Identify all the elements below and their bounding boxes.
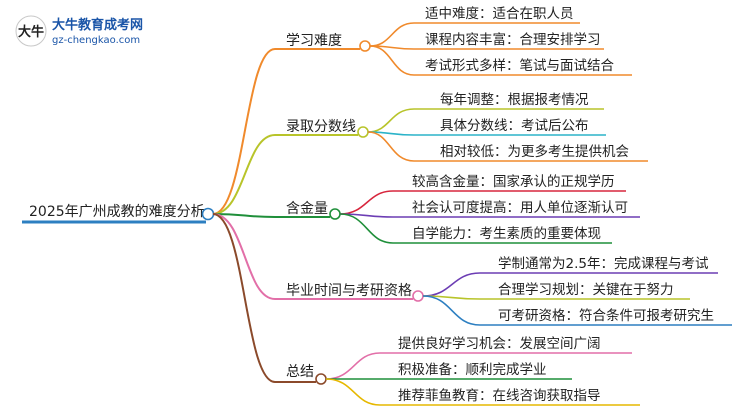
leaf-label: 学制通常为2.5年：完成课程与考试 [498,256,709,272]
branch-node[interactable] [315,373,327,385]
leaf-label: 推荐菲鱼教育：在线咨询获取指导 [398,387,601,404]
leaf-label: 考试形式多样：笔试与面试结合 [425,57,614,74]
leaf-connector [367,108,415,133]
branch-value: 含金量 较高含金量：国家承认的正规学历 社会认可度提高：用人单位逐渐认可 自学能… [212,173,640,244]
branch-connector [212,134,276,215]
branch-connector [212,48,276,215]
root-label: 2025年广州成教的难度分析 [29,204,205,220]
leaf-label: 适中难度：适合在职人员 [425,6,574,22]
branch-label: 录取分数线 [286,119,356,135]
leaf-label: 积极准备：顺利完成学业 [398,361,547,378]
logo: 大牛 大牛教育成考网 gz-chengkao.com [15,15,143,47]
branch-admission-score: 录取分数线 每年调整：根据报考情况 具体分数线：考试后公布 相对较低：为更多考生… [212,92,648,215]
branch-label: 含金量 [286,201,328,217]
leaf-connector [325,378,381,406]
logo-mark-icon [15,15,47,47]
leaf-label: 较高含金量：国家承认的正规学历 [412,173,615,190]
root-node[interactable] [201,207,215,221]
leaf-label: 具体分数线：考试后公布 [440,118,589,134]
leaf-connector [369,45,415,76]
branch-node[interactable] [329,208,341,220]
leaf-label: 自学能力：考生素质的重要体现 [412,226,601,242]
leaf-label: 可考研资格：符合条件可报考研究生 [498,307,714,324]
leaf-connector [367,131,415,162]
leaf-label: 提供良好学习机会：发展空间广阔 [398,336,601,352]
branch-graduation: 毕业时间与考研资格 学制通常为2.5年：完成课程与考试 合理学习规划：关键在于努… [212,213,732,326]
leaf-label: 课程内容丰富：合理安排学习 [425,31,601,48]
logo-mark-text: 大牛 [18,24,44,40]
branch-summary: 总结 提供良好学习机会：发展空间广阔 积极准备：顺利完成学业 推荐菲鱼教育：在线… [212,213,640,406]
leaf-label: 社会认可度提高：用人单位逐渐认可 [412,199,628,216]
branch-label: 毕业时间与考研资格 [286,283,412,299]
branch-node[interactable] [412,290,424,302]
branch-connector [212,213,276,218]
branch-connector [212,213,276,300]
branch-node[interactable] [357,126,369,138]
branch-learning-difficulty: 学习难度 适中难度：适合在职人员 课程内容丰富：合理安排学习 考试形式多样：笔试… [212,6,632,215]
leaf-label: 每年调整：根据报考情况 [440,92,589,108]
leaf-connector [369,22,415,47]
leaf-label: 相对较低：为更多考生提供机会 [440,143,629,160]
leaf-connector [422,272,481,297]
branch-node[interactable] [359,40,371,52]
logo-url: gz-chengkao.com [52,35,140,46]
branch-label: 总结 [286,364,314,380]
leaf-connector [339,190,394,215]
leaf-connector [325,352,381,380]
branch-connector [212,213,276,383]
leaf-connector [422,295,481,326]
leaf-connector [339,213,394,244]
leaf-label: 合理学习规划：关键在于努力 [498,282,674,298]
branch-label: 学习难度 [286,33,342,49]
logo-title: 大牛教育成考网 [52,17,143,33]
